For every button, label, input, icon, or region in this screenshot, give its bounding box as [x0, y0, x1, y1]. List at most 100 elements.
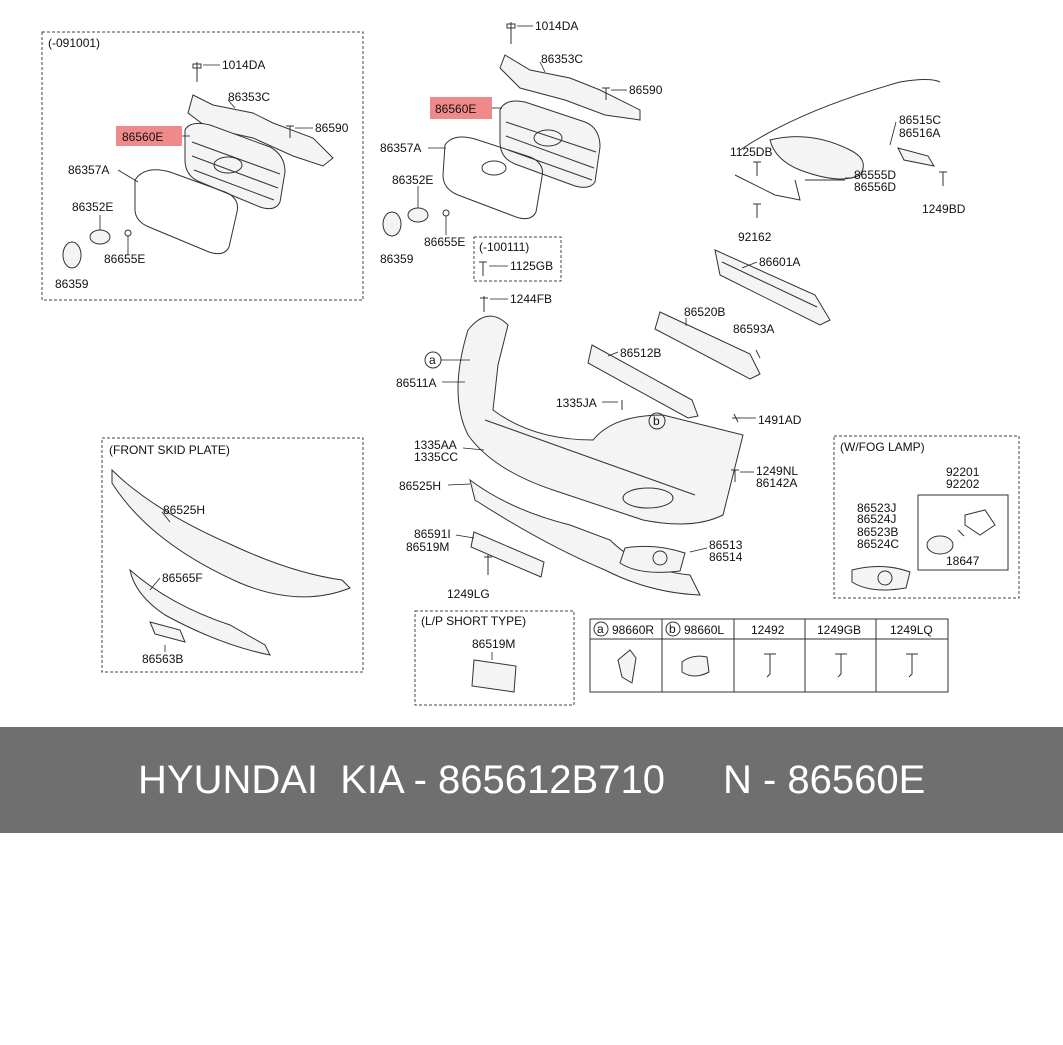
fender-liner [734, 174, 801, 201]
table-header-1249LQ: 1249LQ [890, 623, 933, 637]
screw-12492-icon [764, 653, 776, 678]
skid-garnish [129, 568, 271, 656]
table-header-1249GB: 1249GB [817, 623, 861, 637]
label-86513: 86513 [709, 538, 743, 552]
label-86359-main: 86359 [380, 252, 414, 266]
parts-diagram: (-091001) 1014DA 86353C 86590 86560E 863… [41, 19, 1020, 706]
fog-bezel-ring [877, 570, 893, 586]
label-86519M-center: 86519M [406, 540, 449, 554]
highlight-86560E-early [116, 126, 182, 146]
license-plate-bracket [470, 531, 545, 578]
box-label-100111: (-100111) [479, 240, 529, 254]
label-86593A: 86593A [733, 322, 774, 336]
label-86359-early: 86359 [55, 277, 89, 291]
part-number-footer: HYUNDAI KIA - 865612B710 N - 86560E [0, 727, 1063, 833]
label-86655E-main: 86655E [424, 235, 465, 249]
emblem-icon [89, 229, 111, 245]
label-86514: 86514 [709, 550, 743, 564]
label-86142A: 86142A [756, 476, 797, 490]
bolt-icon [506, 22, 516, 44]
label-86555D: 86555D [854, 168, 896, 182]
fender-bracket-area: 86515C 86516A 1125DB 86555D 86556D 1249B… [730, 79, 966, 244]
energy-absorber [654, 311, 761, 380]
grille-frame-main [442, 136, 543, 220]
skid-plate [111, 468, 351, 598]
grille-frame [134, 169, 238, 255]
clip-icon [755, 349, 761, 359]
radiator-grille [184, 122, 286, 210]
skid-plate-box [101, 437, 364, 673]
label-86560E-early: 86560E [122, 130, 163, 144]
fog-cover-ring [652, 550, 668, 566]
hood-outline [739, 79, 941, 151]
grille-emblem-recess [213, 156, 243, 174]
label-86357A-early: 86357A [68, 163, 109, 177]
screw-1249LQ-icon [906, 653, 918, 678]
table-marker-a-circle [593, 621, 609, 637]
box-label-lp: (L/P SHORT TYPE) [421, 614, 526, 628]
label-86352E-early: 86352E [72, 200, 113, 214]
label-86525H-center: 86525H [399, 479, 441, 493]
label-1014DA-main: 1014DA [535, 19, 578, 33]
label-86511A: 86511A [396, 376, 436, 390]
emblem-icon [407, 207, 429, 223]
grille-assembly-main: 1014DA 86353C 86590 86560E 86357A 86352E… [380, 19, 663, 266]
bumper-beam [714, 249, 831, 326]
label-1249LG: 1249LG [447, 587, 490, 601]
label-1335CC: 1335CC [414, 450, 458, 464]
skid-cover-piece [149, 621, 186, 643]
label-1335AA: 1335AA [414, 438, 457, 452]
grille-slats-main [505, 121, 597, 181]
table-header-12492: 12492 [751, 623, 785, 637]
lp-short-box [414, 610, 575, 706]
washer-nozzle-left-icon [681, 655, 710, 677]
table-marker-b-circle [665, 621, 681, 637]
label-18647: 18647 [946, 554, 980, 568]
label-86523B: 86523B [857, 525, 898, 539]
box-label-091001: (-091001) [48, 36, 100, 50]
label-86565F: 86565F [162, 571, 203, 585]
front-bumper-cover [457, 315, 744, 525]
license-plate-bracket-short [471, 659, 517, 693]
table-header-98660R: 98660R [612, 623, 654, 637]
label-1244FB: 1244FB [510, 292, 552, 306]
table-header-98660L: 98660L [684, 623, 724, 637]
emblem-badge-icon [62, 241, 82, 269]
early-grille-box [41, 31, 364, 301]
label-86590-early: 86590 [315, 121, 349, 135]
label-1014DA-early: 1014DA [222, 58, 265, 72]
screw-1249GB-icon [835, 653, 847, 678]
label-86523J: 86523J [857, 501, 896, 515]
emblem-badge-icon [382, 211, 402, 237]
label-86519M-lp: 86519M [472, 637, 515, 651]
bumper-crease [484, 419, 696, 496]
label-86357A-main: 86357A [380, 141, 421, 155]
label-86520B: 86520B [684, 305, 725, 319]
fender-panel [769, 136, 864, 180]
label-92162: 92162 [738, 230, 772, 244]
label-1249BD: 1249BD [922, 202, 966, 216]
fastener-table: a 98660R b 98660L 12492 1249GB 1249LQ [589, 618, 949, 693]
clip-icon [602, 87, 610, 100]
table-marker-b: b [669, 622, 676, 636]
label-86601A: 86601A [759, 255, 800, 269]
label-86353C-main: 86353C [541, 52, 583, 66]
label-86516A: 86516A [899, 126, 940, 140]
screw-icon [731, 469, 739, 482]
washer-nozzle-right-icon [617, 649, 637, 684]
bolt-icon [480, 296, 488, 312]
fog-lamp-bezel [851, 566, 911, 591]
marker-b-circle [648, 412, 666, 430]
fog-lamp-opening [622, 487, 674, 509]
screw-icon [124, 229, 132, 237]
highlight-86560E-main [430, 97, 492, 119]
label-86655E-early: 86655E [104, 252, 145, 266]
footer-brand-part: HYUNDAI KIA - 865612B710 [138, 758, 665, 802]
label-86515C: 86515C [899, 113, 941, 127]
label-86524J: 86524J [857, 512, 896, 526]
marker-a: a [429, 353, 436, 367]
label-92201: 92201 [946, 465, 980, 479]
label-86353C-early: 86353C [228, 90, 270, 104]
screw-icon [753, 161, 761, 176]
label-86525H-skid: 86525H [163, 503, 205, 517]
